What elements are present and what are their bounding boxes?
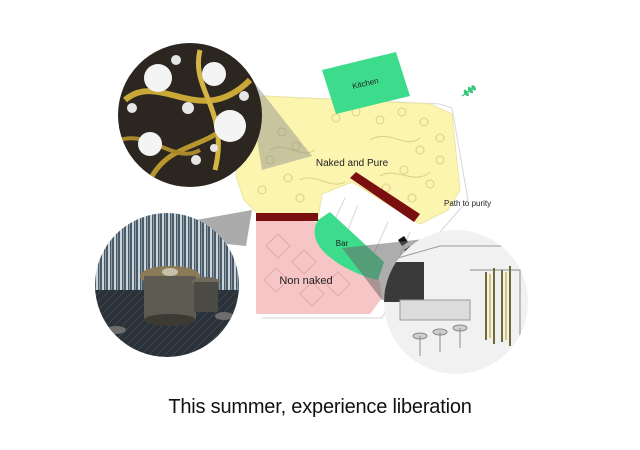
path-to-purity-label: Path to purity xyxy=(444,199,491,208)
table-sketches xyxy=(257,107,445,203)
kitchen-zone xyxy=(322,52,410,114)
partition-top-wall xyxy=(256,213,318,221)
curtain-stool-image xyxy=(95,213,239,357)
naked-and-pure-zone xyxy=(235,95,461,225)
callout-cone-top xyxy=(246,72,312,170)
leaf-icon xyxy=(461,85,477,97)
non-naked-sketches xyxy=(263,233,351,307)
naked-and-pure-label: Naked and Pure xyxy=(316,158,389,169)
caption: This summer, experience liberation xyxy=(168,396,472,418)
bar-label: Bar xyxy=(336,239,349,248)
non-naked-label: Non naked xyxy=(279,275,332,287)
partition-diagonal-wall xyxy=(350,172,420,222)
floor-plan: Kitchen Naked and Pure Path to purity Ba… xyxy=(235,52,491,319)
non-naked-zone xyxy=(256,216,382,314)
bar-perspective-image xyxy=(384,230,528,374)
table-top-view-image xyxy=(118,43,262,187)
